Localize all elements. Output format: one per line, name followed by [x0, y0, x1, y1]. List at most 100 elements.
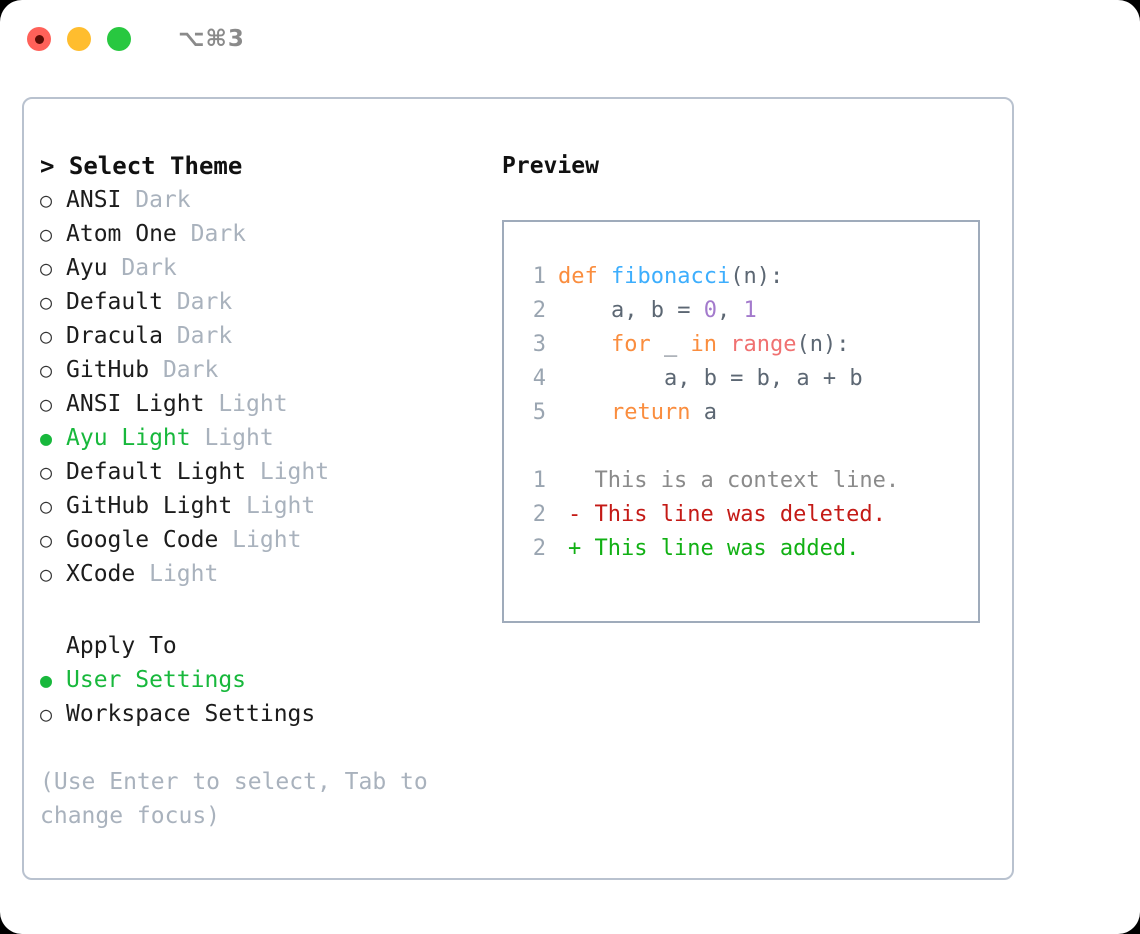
theme-option-kind: Dark — [149, 357, 219, 383]
diff-marker — [558, 464, 581, 498]
code-token: a, b = b, a + b — [558, 366, 863, 391]
code-token: 0 — [703, 298, 717, 323]
theme-option-label: ANSI Light — [66, 391, 205, 417]
apply-to-option-label: Workspace Settings — [66, 701, 316, 727]
radio-selected-icon: ● — [40, 426, 53, 450]
theme-option-kind: Light — [190, 425, 274, 451]
theme-option-ansi[interactable]: ○ ANSI Dark — [40, 183, 502, 217]
theme-option-label: ANSI — [66, 187, 122, 213]
theme-option-label: Atom One — [66, 221, 177, 247]
apply-to-option-user-settings[interactable]: ●User Settings — [40, 663, 502, 697]
traffic-light-group — [27, 27, 131, 51]
theme-option-label: Ayu Light — [66, 425, 191, 451]
diff-line-number: 2 — [532, 536, 546, 561]
theme-option-kind: Dark — [107, 255, 177, 281]
diff-line-content: This line was deleted. — [581, 502, 886, 527]
diff-line-number: 2 — [532, 502, 546, 527]
theme-option-xcode[interactable]: ○ XCode Light — [40, 557, 502, 591]
theme-option-kind: Light — [246, 459, 330, 485]
code-line-content: a, b = 0, 1 — [558, 294, 757, 328]
code-token: range — [730, 332, 797, 357]
radio-unselected-icon: ○ — [40, 256, 53, 280]
apply-to-option-list[interactable]: ●User Settings○Workspace Settings — [40, 663, 502, 731]
code-line-number: 2 — [532, 298, 546, 323]
code-token: , — [716, 298, 744, 323]
diff-line-content: This is a context line. — [581, 468, 900, 493]
theme-option-kind: Dark — [162, 289, 233, 315]
theme-option-ayu[interactable]: ○Ayu Dark — [40, 251, 502, 285]
theme-option-label: Default — [66, 289, 163, 315]
keyboard-shortcut-label: ⌥⌘3 — [178, 26, 245, 52]
code-line-content: a, b = b, a + b — [558, 362, 863, 396]
diff-line-content: This line was added. — [581, 536, 860, 561]
theme-option-label: Default Light — [66, 459, 247, 485]
code-token: (n): — [796, 332, 850, 357]
theme-option-default-light[interactable]: ○Default Light Light — [40, 455, 502, 489]
diff-marker: + — [568, 536, 582, 561]
code-line: 5 return a — [524, 396, 978, 430]
minimize-window-button[interactable] — [67, 27, 91, 51]
radio-unselected-icon: ○ — [40, 392, 53, 416]
theme-option-label: GitHub Light — [66, 493, 233, 519]
theme-option-dracula[interactable]: ○Dracula Dark — [40, 319, 502, 353]
main-panel: > Select Theme ○ANSI Dark○Atom One Dark○… — [22, 97, 1014, 880]
code-token: for — [558, 332, 664, 357]
code-line-content: return a — [558, 396, 717, 430]
theme-option-label: GitHub — [66, 357, 150, 383]
theme-option-kind: Dark — [176, 221, 247, 247]
diff-sample: 1 This is a context line. 2- This line wa… — [524, 464, 978, 566]
theme-option-ayu-light[interactable]: ● Ayu Light Light — [40, 421, 502, 455]
recording-indicator-icon — [34, 34, 44, 44]
keyboard-hint-text: (Use Enter to select, Tab to change focu… — [40, 769, 428, 829]
theme-option-google-code[interactable]: ○Google Code Light — [40, 523, 502, 557]
theme-option-kind: Light — [135, 561, 219, 587]
code-token: a — [703, 400, 717, 425]
code-line-number: 4 — [532, 366, 546, 391]
apply-to-option-workspace-settings[interactable]: ○Workspace Settings — [40, 697, 502, 731]
theme-option-kind: Light — [204, 391, 288, 417]
code-token: fibonacci — [610, 264, 731, 289]
radio-unselected-icon: ○ — [40, 358, 53, 382]
theme-option-github-light[interactable]: ○GitHub Light Light — [40, 489, 502, 523]
diff-marker: - — [568, 502, 582, 527]
spacer — [524, 430, 978, 464]
code-line: 2 a, b = 0, 1 — [524, 294, 978, 328]
theme-option-label: Google Code — [66, 527, 219, 553]
close-window-button[interactable] — [27, 27, 51, 51]
theme-option-list[interactable]: ○ANSI Dark○Atom One Dark○Ayu Dark○Defaul… — [40, 183, 502, 591]
radio-unselected-icon: ○ — [40, 494, 53, 518]
maximize-window-button[interactable] — [107, 27, 131, 51]
radio-unselected-icon: ○ — [40, 324, 53, 348]
code-token: in — [690, 332, 731, 357]
apply-to-heading: Apply To — [66, 633, 177, 659]
code-line-content: for _ in range(n): — [558, 328, 849, 362]
page-title: > Select Theme — [40, 152, 243, 180]
theme-option-atom-one[interactable]: ○Atom One Dark — [40, 217, 502, 251]
code-token: (n): — [730, 264, 784, 289]
code-token: _ — [663, 332, 691, 357]
code-line-number: 5 — [532, 400, 546, 425]
code-line-number: 3 — [532, 332, 546, 357]
radio-unselected-icon: ○ — [40, 188, 53, 212]
code-line: 4 a, b = b, a + b — [524, 362, 978, 396]
theme-option-ansi-light[interactable]: ○ ANSI Light Light — [40, 387, 502, 421]
code-token: def — [558, 264, 611, 289]
preview-heading: Preview — [502, 153, 599, 179]
theme-option-kind: Dark — [121, 187, 191, 213]
diff-line: 1 This is a context line. — [524, 464, 978, 498]
theme-option-github[interactable]: ○ GitHub Dark — [40, 353, 502, 387]
radio-unselected-icon: ○ — [40, 528, 53, 552]
code-token: 1 — [743, 298, 757, 323]
radio-unselected-icon: ○ — [40, 562, 53, 586]
theme-option-kind: Dark — [162, 323, 233, 349]
radio-unselected-icon: ○ — [40, 290, 53, 314]
code-line-content: def fibonacci(n): — [558, 260, 783, 294]
theme-option-default[interactable]: ○ Default Dark — [40, 285, 502, 319]
code-token: return — [558, 400, 704, 425]
theme-option-label: XCode — [66, 561, 136, 587]
